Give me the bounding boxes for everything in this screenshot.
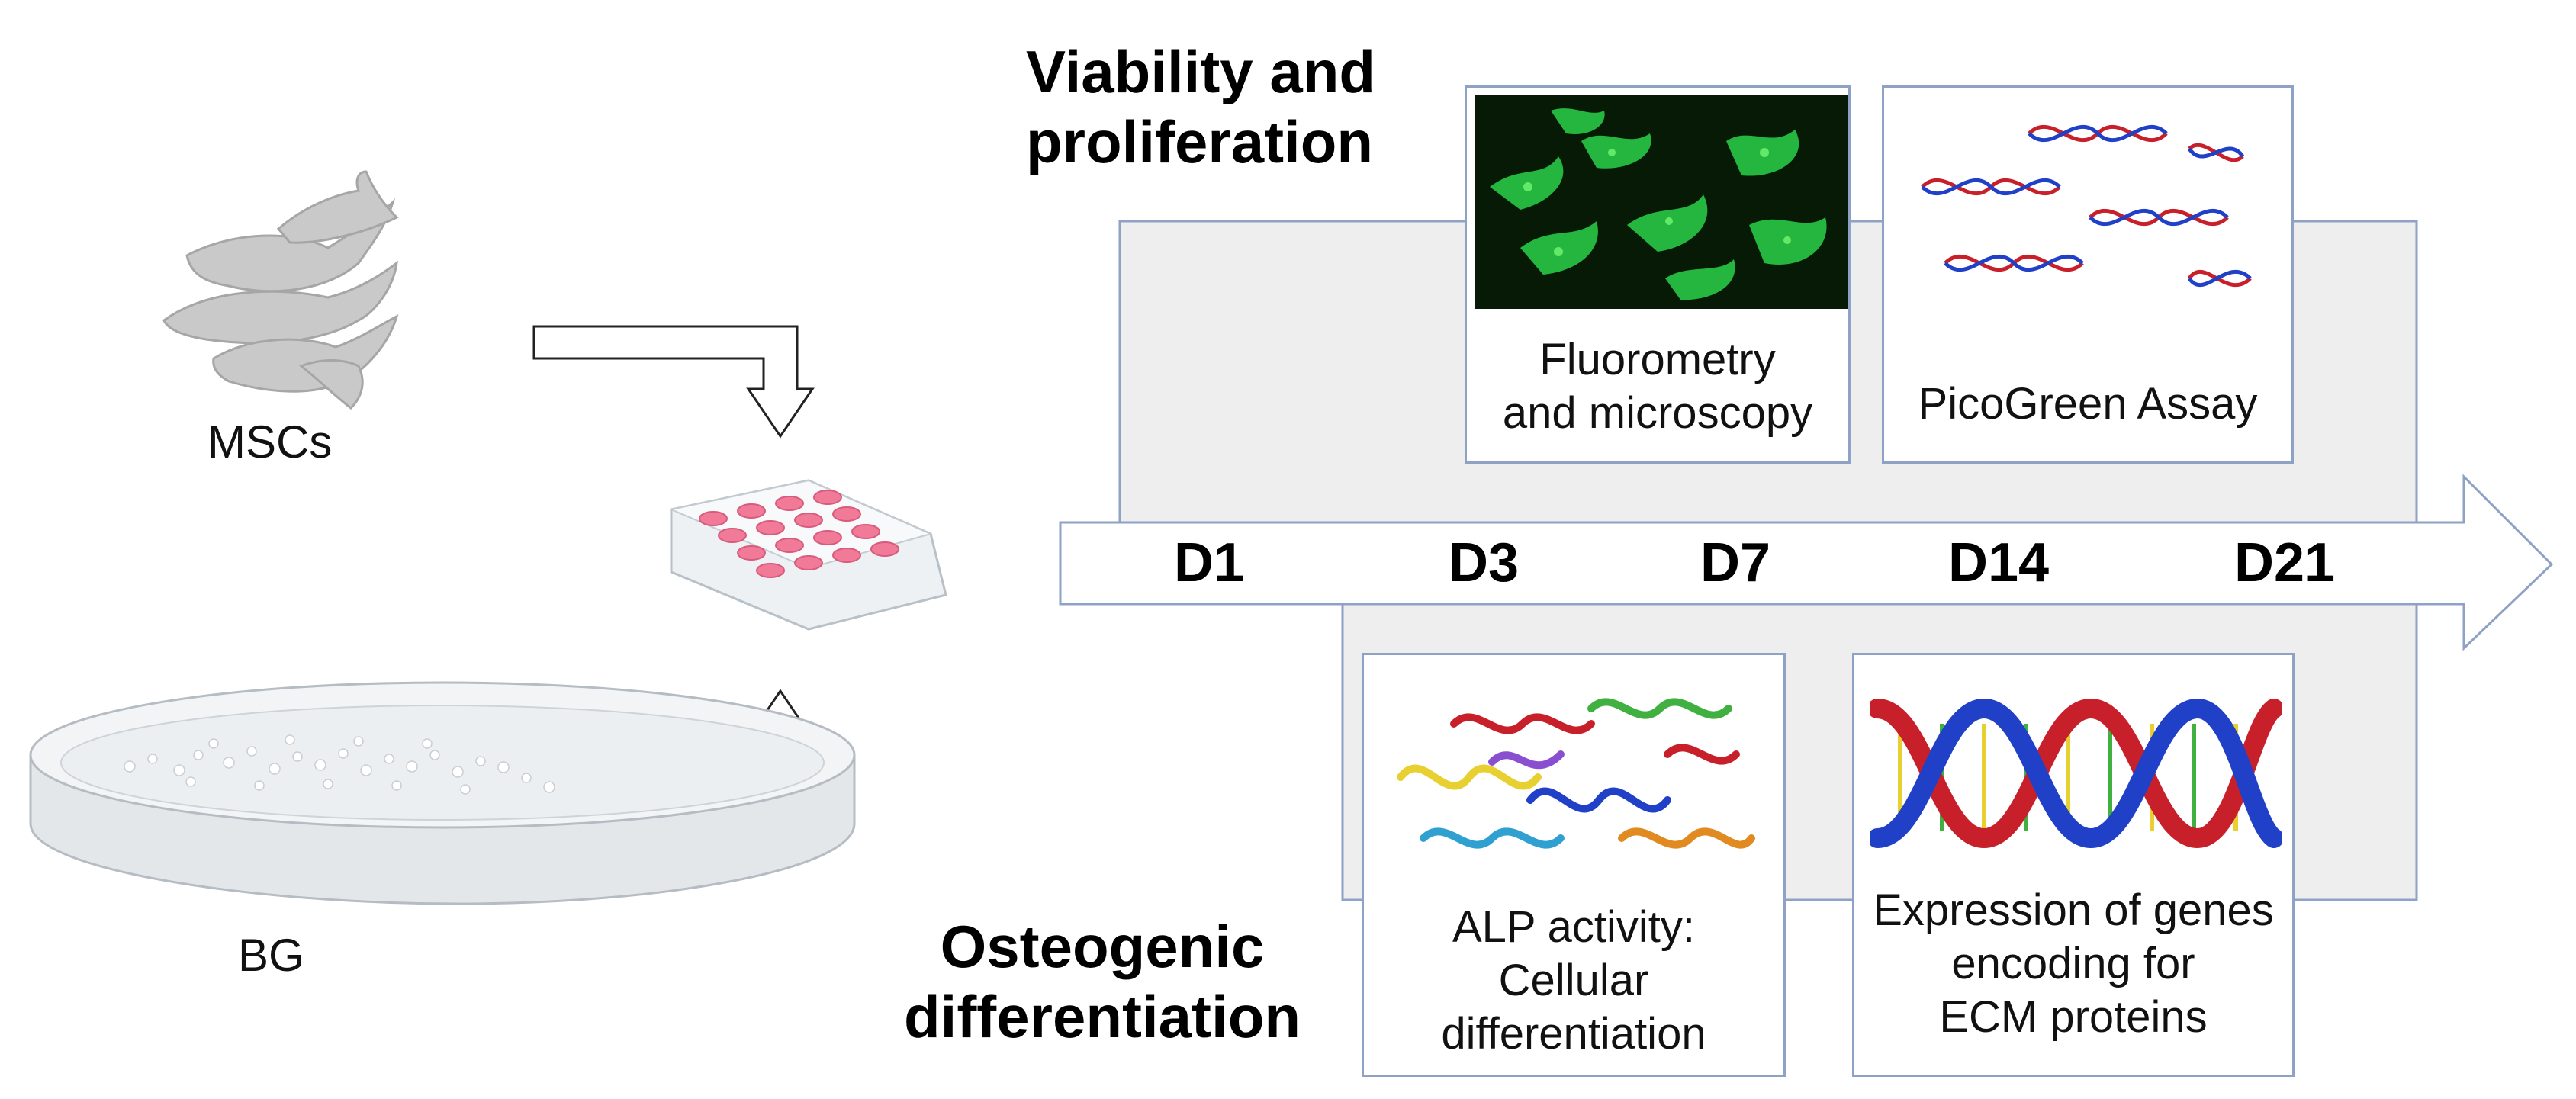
fluorometry-card: Fluorometry and microscopy	[1465, 85, 1851, 464]
picogreen-card: PicoGreen Assay	[1882, 85, 2294, 464]
alp-caption-line-2: Cellular	[1498, 956, 1649, 1005]
mscs-elbow-arrow	[532, 325, 815, 439]
fluorescence-micrograph	[1475, 95, 1848, 309]
timeline-day-d14: D14	[1947, 532, 2050, 593]
timeline-arrow	[1059, 474, 2554, 651]
alp-caption-line-3: differentiation	[1441, 1009, 1706, 1059]
osteogenic-heading: Osteogenic differentiation	[904, 911, 1301, 1052]
protein-structure-illustration	[1397, 698, 1755, 849]
timeline-day-d1: D1	[1173, 532, 1245, 593]
fluorometry-caption-line-2: and microscopy	[1502, 388, 1813, 438]
viability-heading: Viability and proliferation	[1026, 37, 1375, 177]
osteogenic-heading-line-2: differentiation	[904, 983, 1301, 1050]
timeline-day-d7: D7	[1700, 532, 1771, 593]
alp-card: ALP activity: Cellular differentiation	[1362, 653, 1786, 1077]
fluorometry-caption-line-1: Fluorometry	[1539, 335, 1776, 384]
timeline-day-d21: D21	[2233, 532, 2336, 593]
bg-label: BG	[238, 930, 304, 981]
timeline-day-d3: D3	[1448, 532, 1520, 593]
well-plate-illustration	[668, 479, 947, 631]
genes-caption-line-3: ECM proteins	[1939, 992, 2208, 1042]
genes-card: Expression of genes encoding for ECM pro…	[1852, 653, 2295, 1077]
mscs-cells-illustration	[162, 170, 399, 410]
genes-caption-line-2: encoding for	[1951, 939, 2195, 988]
viability-heading-line-1: Viability and	[1026, 38, 1376, 105]
alp-caption-line-1: ALP activity:	[1452, 902, 1696, 952]
mscs-label: MSCs	[207, 416, 333, 468]
dna-fragments-illustration	[1921, 124, 2252, 288]
genes-caption-line-1: Expression of genes	[1873, 885, 2274, 935]
osteogenic-heading-line-1: Osteogenic	[940, 913, 1265, 980]
dna-double-helix-illustration	[1870, 698, 2282, 849]
picogreen-caption-line-1: PicoGreen Assay	[1918, 379, 2258, 429]
viability-heading-line-2: proliferation	[1026, 108, 1374, 175]
petri-dish-illustration	[29, 681, 856, 905]
